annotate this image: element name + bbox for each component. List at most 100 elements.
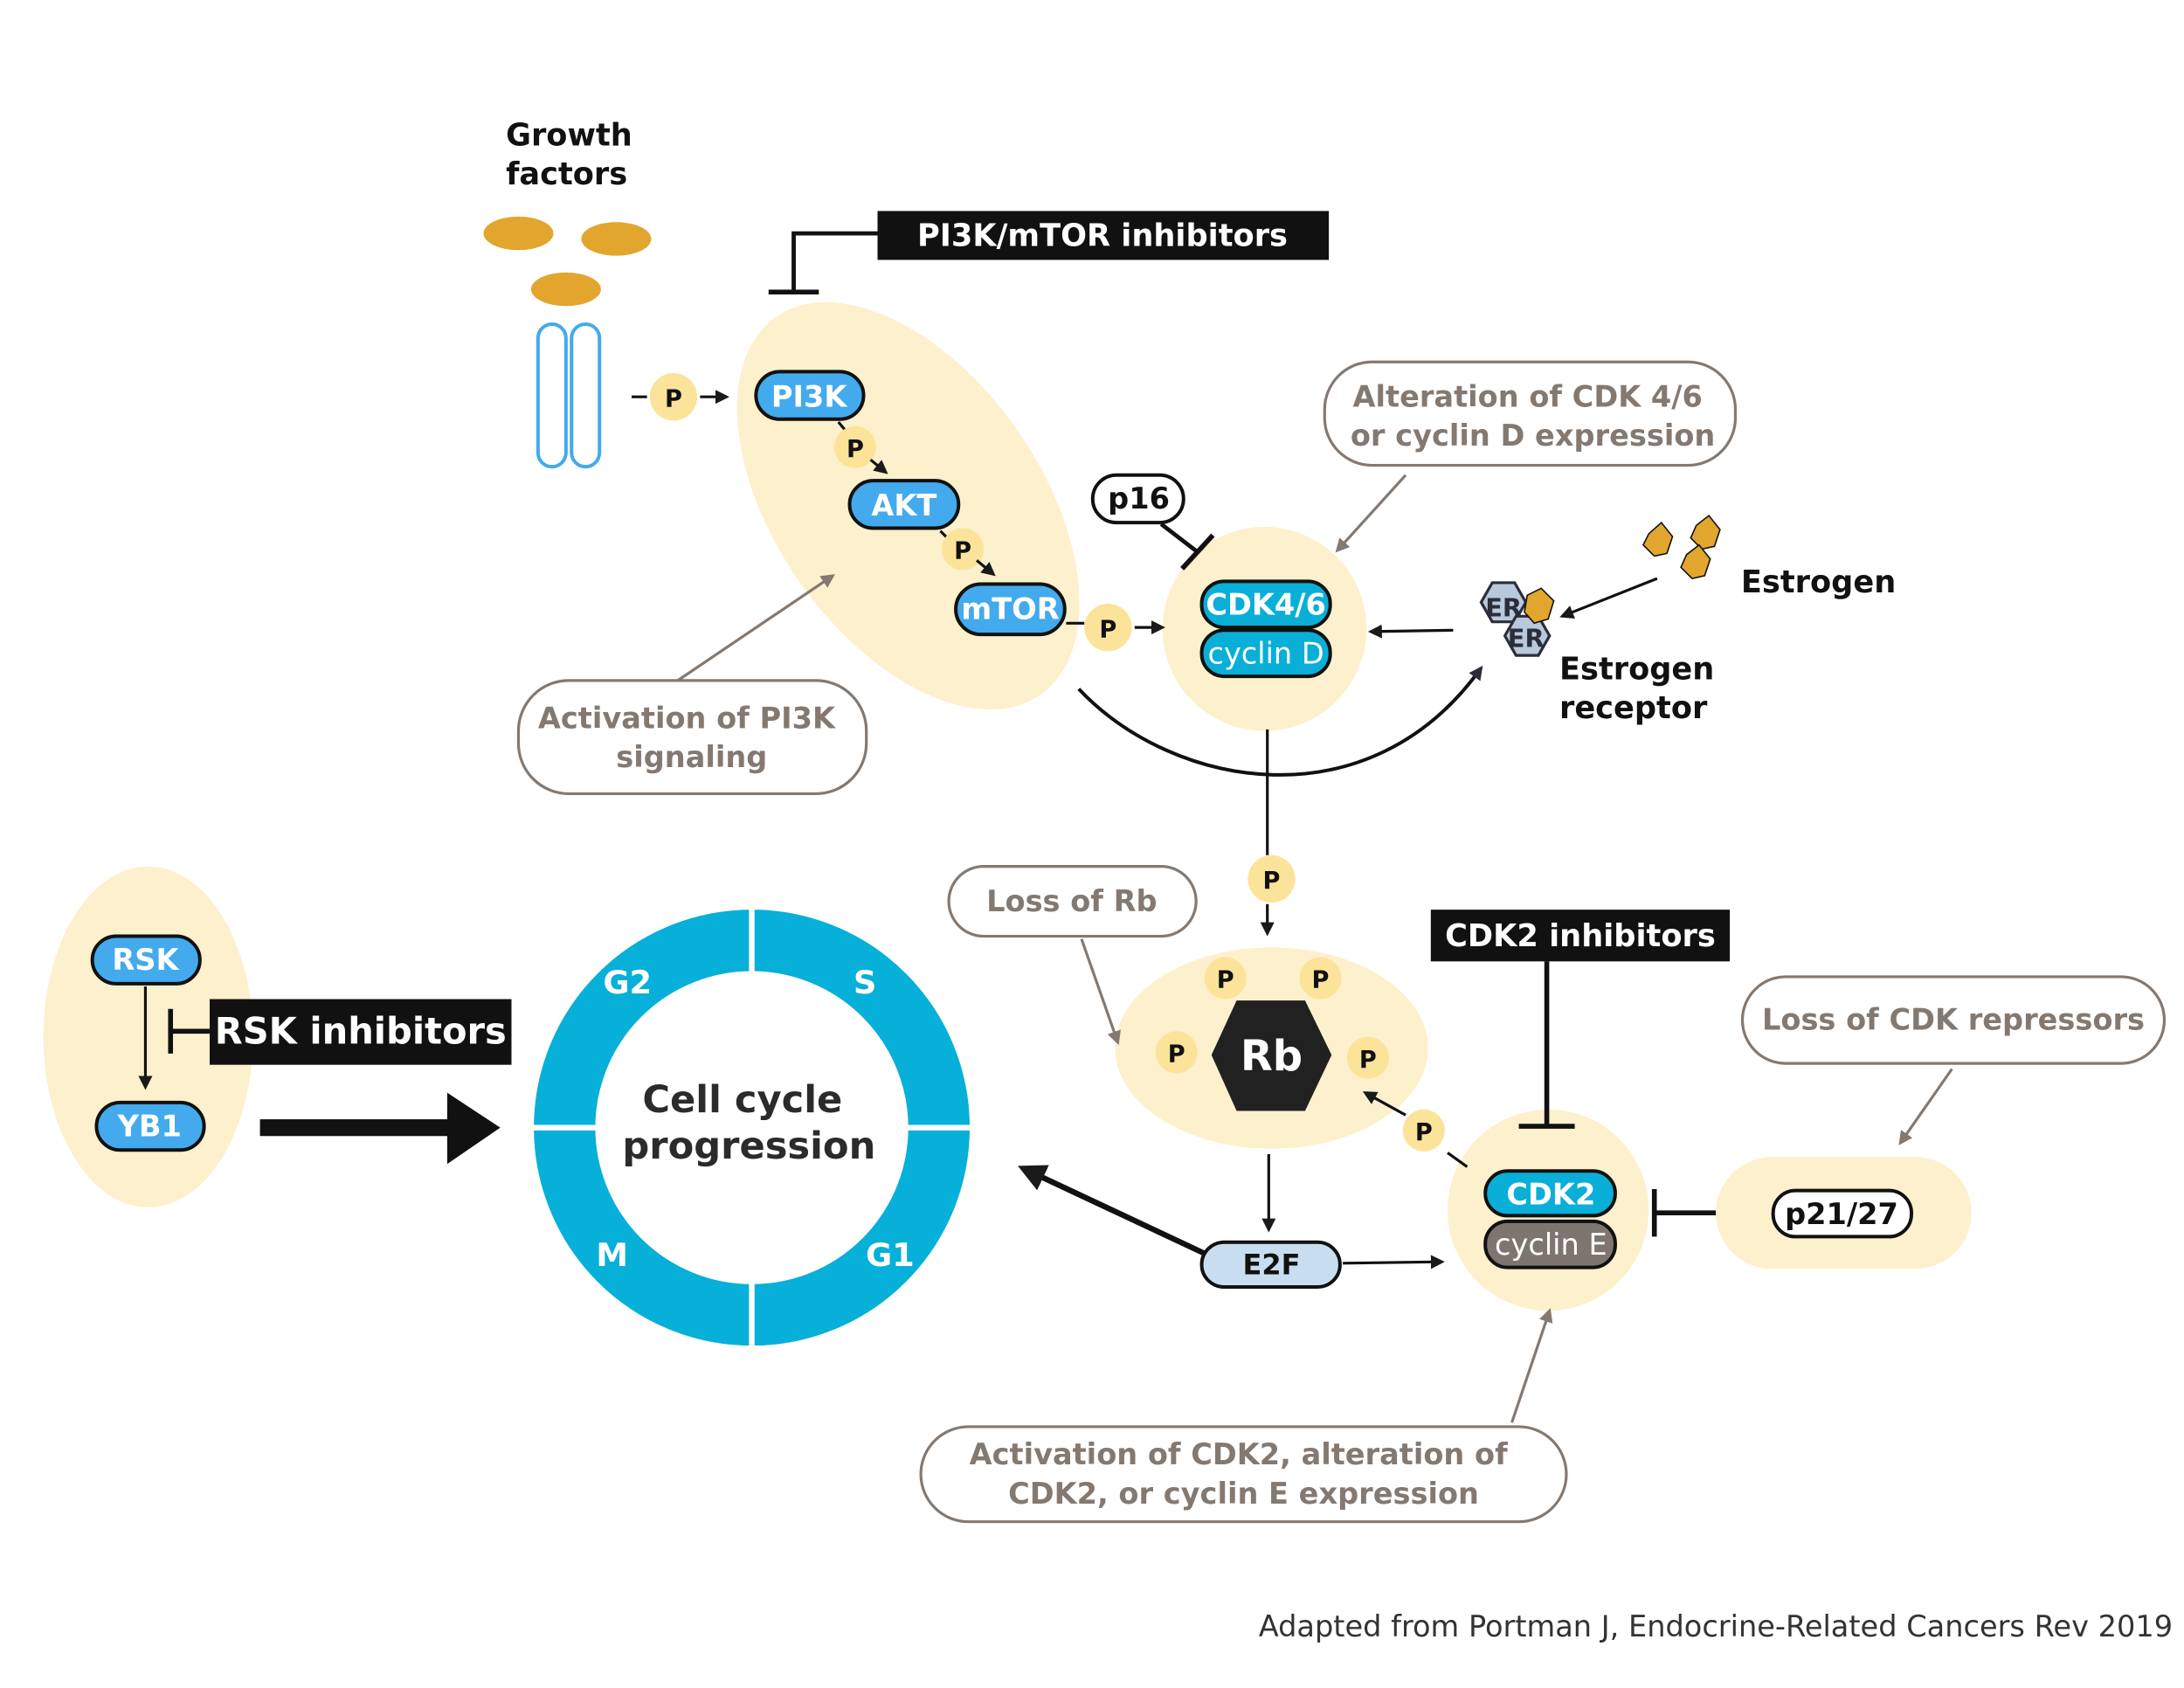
source-credit: Adapted from Portman J, Endocrine-Relate…: [1259, 1609, 2173, 1643]
estrogen-label: Estrogen: [1741, 564, 1896, 600]
rsk-inhibitors-box: [210, 999, 512, 1065]
er-to-cdk46-arrow: [1367, 624, 1454, 639]
loss-cdk-repressors-pointer: [1898, 1068, 1953, 1145]
phase-s: S: [854, 964, 876, 1001]
activation-pi3k-callout: [516, 679, 868, 796]
phospho-label: P: [954, 538, 971, 565]
e2f-node: [1199, 1240, 1342, 1289]
pi3k-to-akt-dash: [837, 420, 847, 432]
yb1-to-cell-cycle-head: [446, 1092, 501, 1165]
p2127-node: [1771, 1188, 1914, 1239]
alteration-cdk46-text: Alteration of CDK 4/6 or cyclin D expres…: [1351, 379, 1715, 453]
pi3k-label: PI3K: [771, 379, 848, 413]
phospho-mtor: [1084, 603, 1132, 652]
estrogen-to-er-arrow: [1559, 577, 1658, 619]
pi3k-node: [754, 370, 866, 421]
akt-label: AKT: [871, 488, 936, 522]
cdk2-node: [1483, 1169, 1617, 1218]
activation-cdk2-callout: [919, 1425, 1568, 1524]
alteration-cdk46-callout: [1323, 360, 1738, 467]
e2f-label: E2F: [1243, 1249, 1301, 1282]
mtor-node: [954, 582, 1067, 637]
yb1-label: YB1: [117, 1109, 182, 1143]
cdk2-to-rb-arrow: [1362, 1091, 1406, 1117]
pi3k-mtor-inhibitors-label: PI3K/mTOR inhibitors: [917, 218, 1288, 253]
phospho-label: P: [665, 385, 682, 412]
phospho-receptor: [649, 373, 698, 421]
e2f-to-cell-cycle-arrow: [1018, 1165, 1206, 1256]
e2f-to-cdk2-arrow: [1343, 1255, 1445, 1269]
phospho-label: P: [1168, 1041, 1185, 1068]
estrogen-receptor: [1479, 581, 1555, 657]
rsk-node: [90, 934, 202, 986]
er-label: ER: [1485, 592, 1522, 622]
phospho-akt: [942, 528, 985, 571]
phospho-rb: [1204, 957, 1247, 1000]
rb-node: [1211, 1000, 1332, 1111]
loss-cdk-repressors-text: Loss of CDK repressors: [1762, 1003, 2145, 1037]
pi3k-to-akt-arrow: [869, 458, 888, 474]
p16-inhibition-line: [1159, 522, 1199, 554]
akt-to-mtor-arrow: [976, 559, 996, 577]
cdk2-label: CDK2: [1506, 1178, 1595, 1212]
activation-pi3k-text: Activation of PI3K signaling: [538, 701, 846, 774]
cdk2-inhibitors-label: CDK2 inhibitors: [1445, 918, 1716, 954]
rsk-inhibitors-label: RSK inhibitors: [215, 1010, 507, 1053]
loss-rb-callout: [947, 864, 1198, 938]
activation-cdk2-text: Activation of CDK2, alteration of CDK2, …: [970, 1437, 1518, 1511]
cyclin-e-label: cyclin E: [1495, 1228, 1607, 1262]
er-label: ER: [1508, 623, 1545, 653]
growth-factor-ligand: [530, 272, 601, 307]
phospho-label: P: [1217, 967, 1234, 994]
akt-node: [847, 479, 961, 530]
activation-pi3k-pointer: [676, 574, 835, 682]
estrogen-receptor-label: Estrogen receptor: [1559, 651, 1725, 726]
cyclin-d-label: cyclin D: [1207, 637, 1324, 671]
phospho-cdk2: [1402, 1109, 1445, 1152]
phase-g1: G1: [866, 1236, 915, 1274]
cdk2-to-rb-dash: [1447, 1152, 1469, 1168]
loss-cdk-repressors-callout: [1740, 975, 2167, 1065]
p16-label: p16: [1108, 481, 1170, 515]
phospho-pi3k: [833, 425, 876, 468]
cell-cycle-dividers: [530, 906, 973, 1349]
rb-label: Rb: [1241, 1032, 1303, 1081]
loss-rb-pointer: [1080, 938, 1121, 1046]
cyclin-e-node: [1483, 1219, 1617, 1269]
mtor-label: mTOR: [961, 592, 1059, 626]
estrogen-molecules: [1641, 515, 1721, 580]
phospho-label: P: [1263, 868, 1281, 895]
pi3k-mtor-inhibitors-box: [877, 211, 1330, 260]
phospho-cdk46: [1248, 854, 1296, 903]
yb1-node: [94, 1100, 206, 1152]
phospho-rb: [1346, 1036, 1389, 1079]
cdk46-label: CDK4/6: [1206, 588, 1326, 622]
pi3k-inhibition-line: [791, 231, 878, 291]
p2127-label: p21/27: [1785, 1197, 1898, 1231]
growth-factors-label: Growth factors: [506, 117, 643, 192]
cdk46-node: [1199, 579, 1332, 630]
phospho-rb: [1299, 957, 1342, 1000]
mtor-to-er-curve: [1077, 665, 1483, 777]
phospho-label: P: [847, 436, 864, 463]
alteration-cdk46-pointer: [1335, 474, 1407, 553]
growth-factor-ligand: [483, 216, 554, 251]
phospho-label: P: [1359, 1047, 1377, 1074]
cell-cycle-label: Cell cycle progression: [622, 1078, 875, 1168]
phase-m: M: [596, 1236, 628, 1274]
activation-cdk2-pointer: [1510, 1308, 1553, 1423]
phospho-label: P: [1415, 1119, 1433, 1146]
phase-g2: G2: [603, 964, 652, 1001]
rsk-label: RSK: [112, 943, 180, 977]
phospho-rb: [1155, 1031, 1198, 1074]
phospho-label: P: [1099, 616, 1116, 643]
p16-inhibition-bar: [1180, 533, 1215, 571]
phospho-label: P: [1312, 967, 1330, 994]
growth-factor-ligand: [581, 222, 652, 256]
p16-node: [1090, 473, 1185, 525]
growth-factor-receptor: [536, 322, 602, 469]
cyclin-d-node: [1199, 628, 1332, 679]
cdk2-inhibitors-box: [1430, 910, 1731, 962]
yb1-to-cell-cycle-shaft: [259, 1119, 453, 1137]
loss-rb-text: Loss of Rb: [986, 884, 1157, 918]
